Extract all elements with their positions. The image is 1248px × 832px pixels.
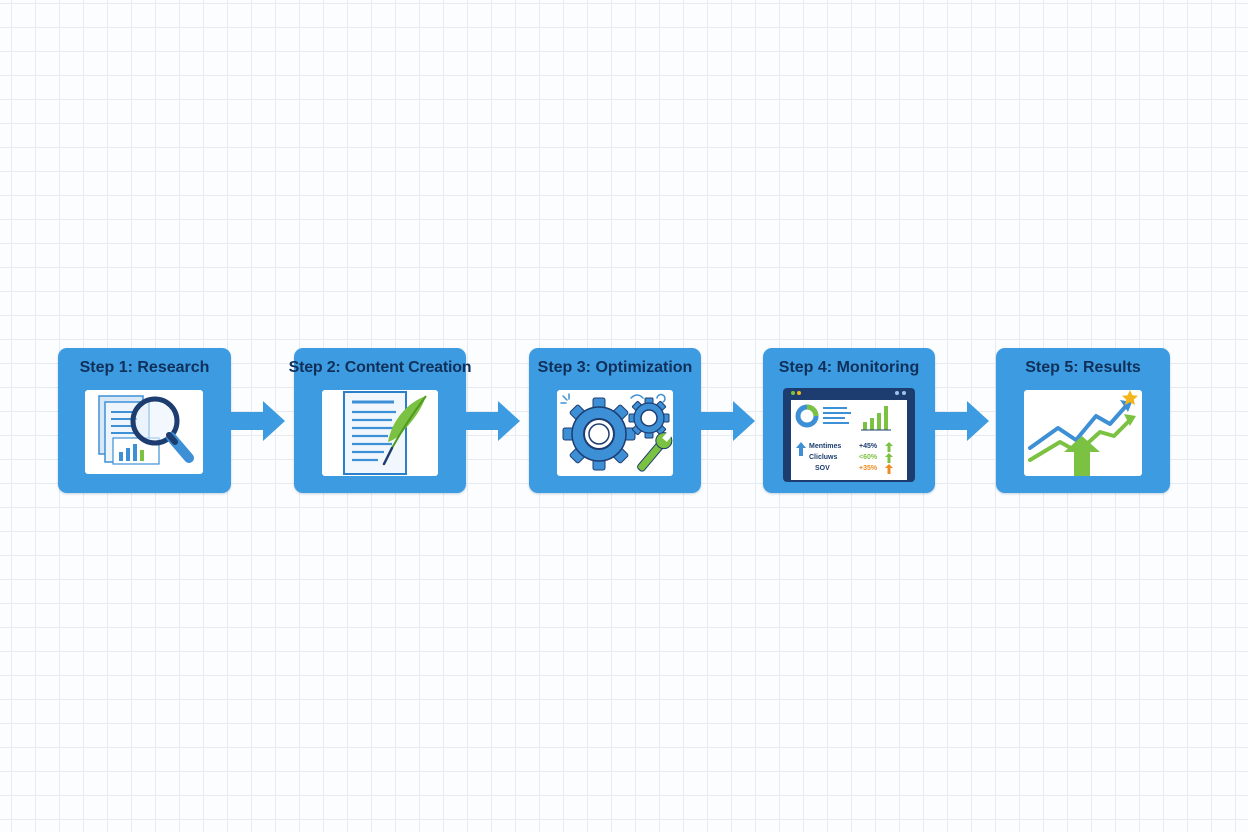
arrow-up-icon bbox=[796, 442, 806, 456]
trend-up-icon bbox=[885, 442, 893, 452]
flow-arrow-right-icon bbox=[466, 401, 520, 441]
metric-change-sov: +35% bbox=[859, 465, 878, 472]
step-2-content-creation: Step 2: Content Creation bbox=[289, 348, 472, 493]
step-1-research: Step 1: Research bbox=[58, 348, 231, 493]
metric-change-clicks: <60% bbox=[859, 454, 878, 461]
trend-up-icon bbox=[885, 453, 893, 463]
metric-label-clicks: Clicluws bbox=[809, 454, 838, 461]
step-1-title: Step 1: Research bbox=[79, 359, 210, 376]
document-quill-icon bbox=[322, 390, 438, 476]
step-3-title: Step 3: Optimization bbox=[537, 359, 693, 376]
analytics-dashboard-icon: Mentimes Clicluws SOV +45% <60% +35% bbox=[783, 388, 915, 482]
growth-trend-icon bbox=[1024, 390, 1142, 476]
trend-up-icon bbox=[885, 464, 893, 474]
step-4-title: Step 4: Monitoring bbox=[778, 359, 920, 376]
step-2-title: Step 2: Content Creation bbox=[288, 359, 472, 376]
step-5-results: Step 5: Results bbox=[996, 348, 1170, 493]
gears-wrench-icon bbox=[557, 390, 673, 476]
step-4-monitoring: Step 4: Monitoring bbox=[763, 348, 935, 493]
step-5-title: Step 5: Results bbox=[1025, 359, 1141, 376]
metric-change-mentions: +45% bbox=[859, 443, 878, 450]
metric-label-sov: SOV bbox=[815, 465, 830, 472]
step-3-optimization: Step 3: Optimization bbox=[529, 348, 701, 493]
flow-arrow-right-icon bbox=[231, 401, 285, 441]
flow-arrow-right-icon bbox=[701, 401, 755, 441]
research-magnifier-icon bbox=[85, 390, 203, 474]
metric-label-mentions: Mentimes bbox=[809, 443, 842, 450]
flow-arrow-right-icon bbox=[935, 401, 989, 441]
dashboard-charts bbox=[795, 404, 891, 431]
